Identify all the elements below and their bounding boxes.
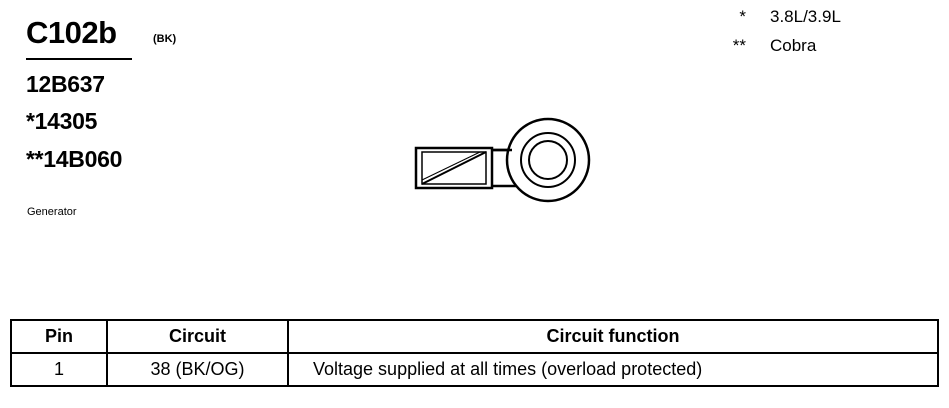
- cell-circuit: 38 (BK/OG): [106, 352, 289, 387]
- connector-id: C102b: [26, 15, 117, 50]
- legend-mark: *: [739, 7, 746, 26]
- connector-color-code: (BK): [153, 33, 177, 45]
- legend-mark: **: [732, 36, 746, 55]
- header-circuit: Circuit: [106, 319, 289, 354]
- part-number: **14B060: [26, 146, 123, 172]
- table-header-row: Pin Circuit Circuit function: [10, 319, 939, 354]
- title-underline: [26, 58, 132, 60]
- ring-terminal-icon: [414, 117, 591, 203]
- part-number: *14305: [26, 108, 98, 134]
- legend-text: 3.8L/3.9L: [770, 7, 841, 26]
- header-circuit-function: Circuit function: [287, 319, 939, 354]
- cell-circuit-function: Voltage supplied at all times (overload …: [287, 352, 939, 387]
- cell-pin: 1: [10, 352, 108, 387]
- part-number: 12B637: [26, 71, 105, 97]
- component-name: Generator: [27, 206, 77, 218]
- header-pin: Pin: [10, 319, 108, 354]
- legend-text: Cobra: [770, 36, 817, 55]
- pin-table: Pin Circuit Circuit function 1 38 (BK/OG…: [10, 319, 939, 387]
- table-row: 1 38 (BK/OG) Voltage supplied at all tim…: [10, 352, 939, 387]
